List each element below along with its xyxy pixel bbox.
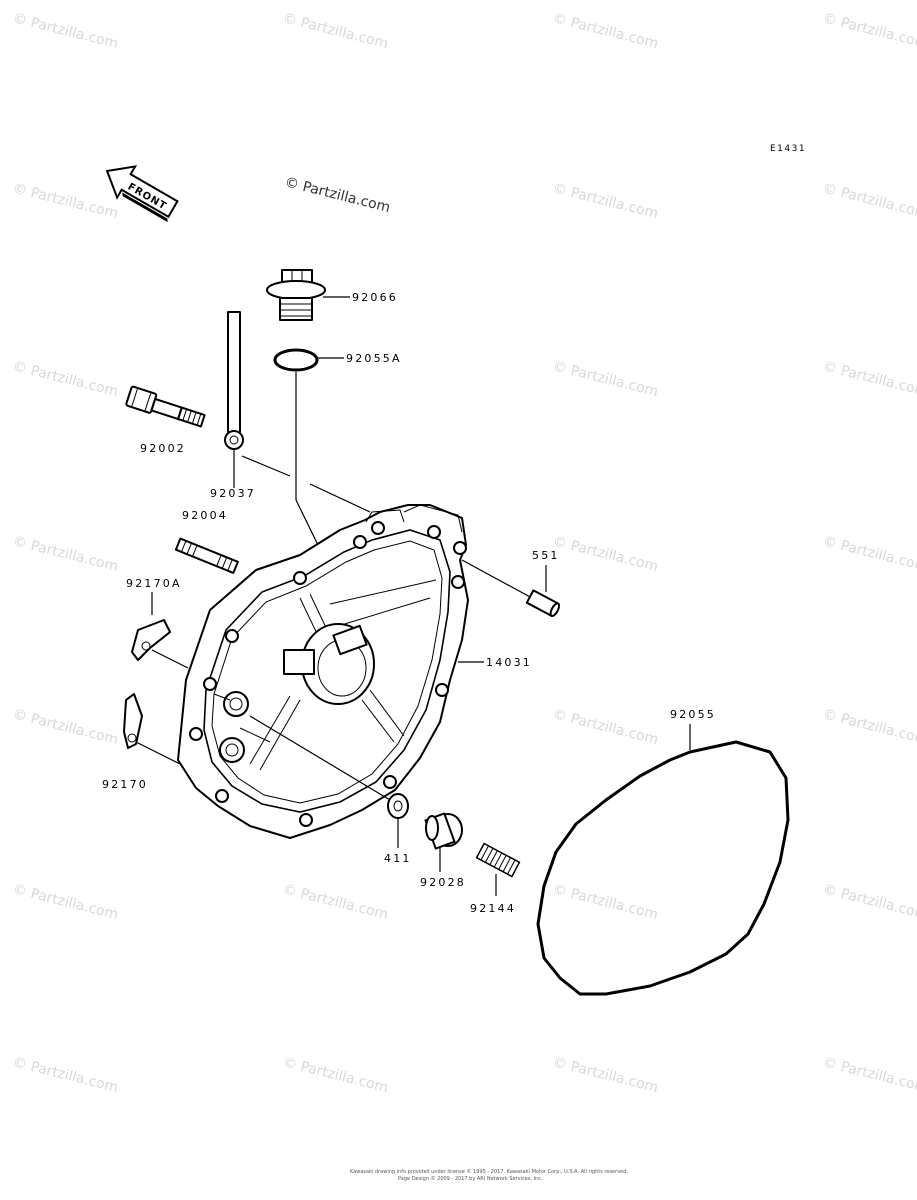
part-label-14031: 14031 [486,656,532,669]
watermark: © Partzilla.com [821,10,917,52]
watermark: © Partzilla.com [821,180,917,222]
part-label-92170A: 92170A [126,577,182,590]
spring-92144 [475,842,521,878]
watermark: © Partzilla.com [281,10,390,52]
part-label-92144: 92144 [470,902,516,915]
watermark: © Partzilla.com [11,881,120,923]
dipstick-92037 [224,311,244,450]
front-arrow: FRONT [105,165,179,223]
part-label-92170: 92170 [102,778,148,791]
watermark: © Partzilla.com [11,1054,120,1096]
dowel-pin-551 [525,589,561,618]
watermark: © Partzilla.com [551,533,660,575]
watermark: © Partzilla.com [281,1054,390,1096]
clutch-cover-14031 [177,504,469,839]
o-ring-small [273,348,319,372]
clamp-92170A [131,619,171,661]
watermark: © Partzilla.com [11,358,120,400]
clamp-92170 [123,693,143,749]
watermark: © Partzilla.com [551,10,660,52]
watermark: © Partzilla.com [821,881,917,923]
part-label-92004: 92004 [182,509,228,522]
watermark: © Partzilla.com [281,881,390,923]
diagram-code: E1431 [770,144,806,154]
part-label-92066: 92066 [352,291,398,304]
stud-92004 [174,537,239,574]
bolt-92002 [125,385,206,428]
watermark: © Partzilla.com [11,706,120,748]
footer-copyright: Kawasaki drawing info provided under lic… [350,1168,628,1175]
part-label-92002: 92002 [140,442,186,455]
part-label-92037: 92037 [210,487,256,500]
part-label-411: 411 [384,852,412,865]
watermark: © Partzilla.com [821,706,917,748]
part-label-92055A: 92055A [346,352,402,365]
watermark: © Partzilla.com [551,358,660,400]
watermark: © Partzilla.com [821,1054,917,1096]
watermark: © Partzilla.com [551,706,660,748]
watermark: © Partzilla.com [11,533,120,575]
watermark: © Partzilla.com [551,881,660,923]
footer-page-design: Page Design © 2009 - 2017 by ARI Network… [398,1175,543,1182]
watermark: © Partzilla.com [551,180,660,222]
collar-92028 [424,812,463,850]
gasket-92055 [536,740,790,996]
part-label-551: 551 [532,549,560,562]
watermark: © Partzilla.com [11,180,120,222]
part-label-92028: 92028 [420,876,466,889]
watermark: © Partzilla.com [551,1054,660,1096]
part-label-92055: 92055 [670,708,716,721]
watermark: © Partzilla.com [821,358,917,400]
watermark: © Partzilla.com [821,533,917,575]
watermark: © Partzilla.com [11,10,120,52]
oil-filler-plug [266,269,326,321]
main-watermark: © Partzilla.com [283,174,392,216]
washer-411 [387,793,409,819]
